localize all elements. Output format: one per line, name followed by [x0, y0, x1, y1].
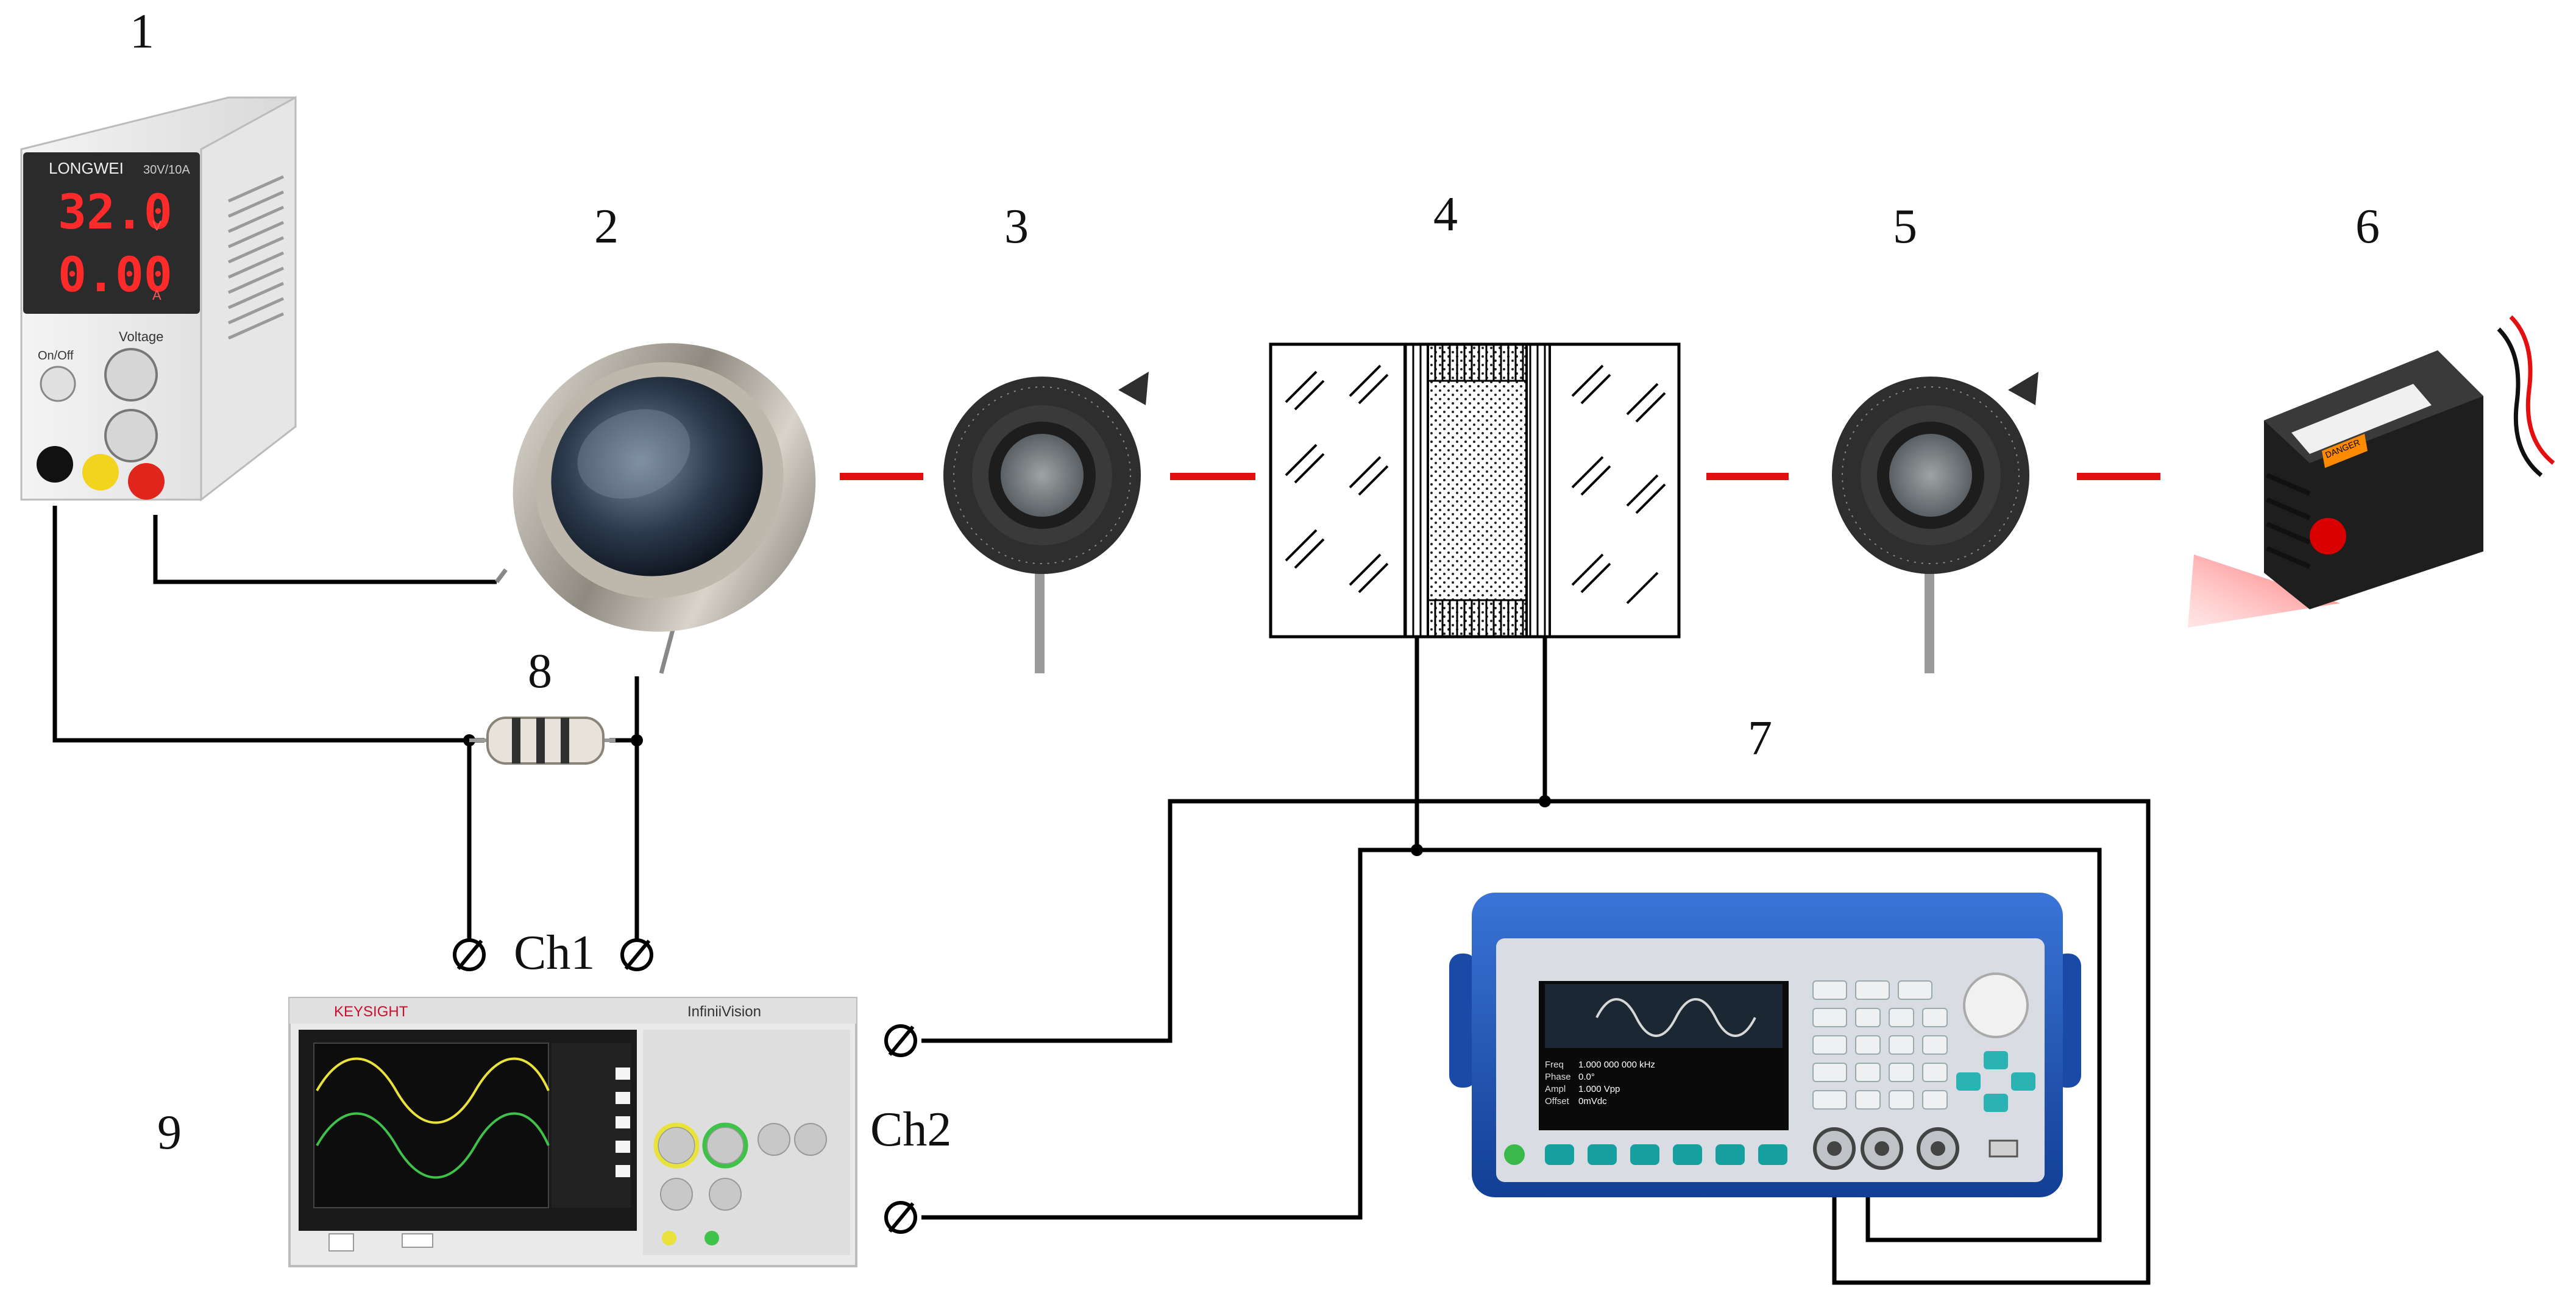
- label-5: 5: [1893, 200, 1917, 253]
- ch1-terminal-left[interactable]: [453, 938, 486, 971]
- label-ch2: Ch2: [870, 1103, 951, 1156]
- gen-phase-label: Phase: [1545, 1072, 1571, 1082]
- load-resistor: [469, 717, 616, 765]
- psu-rating: 30V/10A: [143, 163, 190, 177]
- psu-onoff-button[interactable]: [40, 366, 76, 402]
- label-1: 1: [130, 5, 154, 58]
- polarizer-3[interactable]: [943, 372, 1149, 673]
- gen-ampl-value: 1.000 Vpp: [1578, 1084, 1620, 1094]
- gen-offset-label: Offset: [1545, 1096, 1570, 1107]
- psu-current-knob[interactable]: [104, 409, 158, 462]
- psu-current-unit: A: [152, 288, 161, 303]
- gen-phase-value: 0.0°: [1578, 1072, 1595, 1082]
- scope-series: InfiniiVision: [687, 1004, 761, 1020]
- gen-freq-value: 1.000 000 000 kHz: [1578, 1060, 1655, 1070]
- label-7: 7: [1748, 712, 1772, 765]
- psu-current-display: 0.00: [58, 248, 172, 303]
- label-9: 9: [157, 1106, 182, 1160]
- psu-voltage-knob[interactable]: [104, 348, 158, 402]
- psu-onoff-label: On/Off: [38, 349, 74, 363]
- label-3: 3: [1004, 200, 1029, 253]
- circuit-wires: [52, 506, 2151, 1285]
- label-8: 8: [528, 645, 552, 698]
- laser-module: DANGER: [2188, 315, 2555, 628]
- ch2-terminal-lower[interactable]: [884, 1201, 917, 1234]
- label-2: 2: [594, 200, 619, 253]
- gen-output-connectors[interactable]: [1813, 1127, 2018, 1170]
- gen-offset-value: 0mVdc: [1578, 1096, 1607, 1107]
- polarizer-5[interactable]: [1832, 372, 2038, 673]
- ch2-terminal-upper[interactable]: [884, 1024, 917, 1057]
- photodiode: [495, 343, 816, 674]
- gen-freq-label: Freq: [1545, 1060, 1564, 1070]
- gen-rotary-knob[interactable]: [1963, 972, 2029, 1038]
- ch1-terminal-right[interactable]: [620, 938, 653, 971]
- scope-brand: KEYSIGHT: [334, 1004, 408, 1020]
- dc-power-supply: LONGWEI 30V/10A 32.0 V 0.00 A Voltage On…: [20, 96, 297, 502]
- label-6: 6: [2355, 200, 2380, 253]
- label-4: 4: [1433, 188, 1458, 241]
- psu-voltage-knob-label: Voltage: [119, 329, 163, 344]
- label-ch1: Ch1: [514, 926, 595, 980]
- psu-voltage-unit: V: [152, 218, 161, 233]
- function-generator: Freq 1.000 000 000 kHz Phase 0.0° Ampl 1…: [1449, 893, 2081, 1197]
- psu-terminal-yellow[interactable]: [82, 454, 119, 490]
- psu-brand: LONGWEI: [49, 159, 124, 177]
- psu-terminal-black[interactable]: [37, 446, 73, 483]
- gen-ampl-label: Ampl: [1545, 1084, 1566, 1094]
- psu-voltage-display: 32.0: [58, 185, 172, 240]
- oscilloscope: KEYSIGHT InfiniiVision: [288, 997, 857, 1267]
- gen-power-button[interactable]: [1504, 1144, 1525, 1165]
- liquid-crystal-cell: [1269, 342, 1681, 639]
- psu-terminal-red[interactable]: [128, 463, 165, 500]
